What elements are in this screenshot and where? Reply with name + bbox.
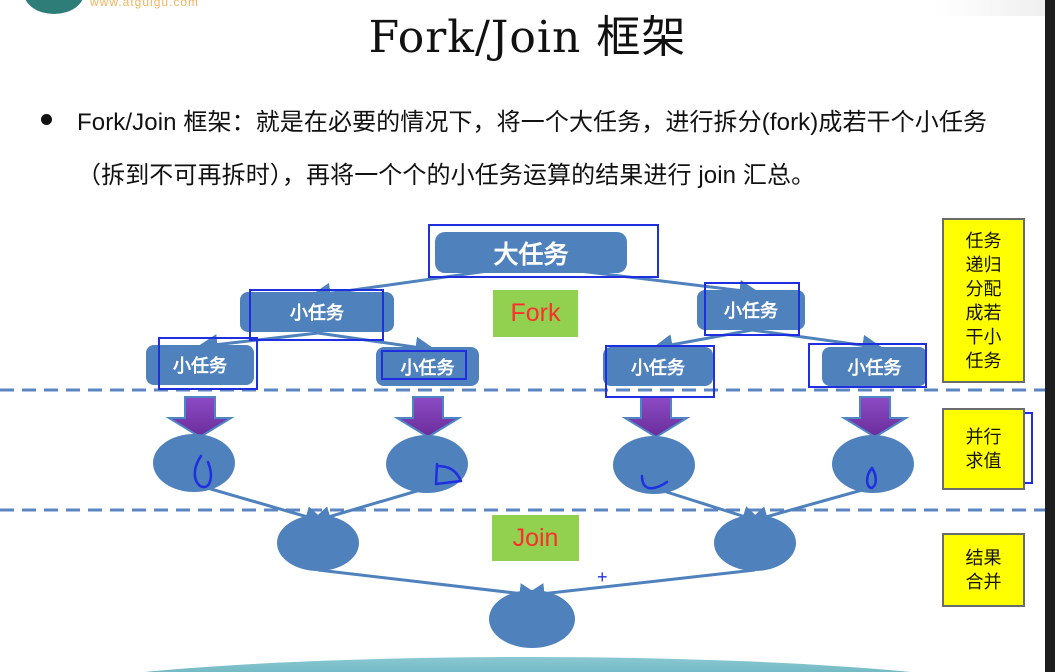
leaf-task-node-3: 小任务: [603, 347, 713, 386]
fork-phase-label: 任务 递归 分配 成若 干小 任务: [942, 218, 1025, 383]
down-arrow-2-icon: [393, 396, 463, 439]
final-result: [489, 590, 575, 648]
parallel-phase-label: 并行 求值: [942, 408, 1025, 490]
leaf-task-node-4: 小任务: [822, 347, 927, 386]
fork-label: Fork: [493, 290, 578, 337]
parallel-result-4: [832, 435, 914, 493]
right-edge-decoration: [1045, 0, 1055, 672]
joined-result-left: [277, 515, 359, 571]
root-task-node: 大任务: [435, 232, 627, 273]
join-label: Join: [492, 515, 579, 561]
top-shadow-decoration: [935, 0, 1045, 16]
annotation-scribble-1: [193, 454, 212, 489]
atguigu-logo-icon: [24, 0, 84, 14]
bottom-wave-decoration: [0, 657, 1055, 672]
parallel-result-1: [153, 434, 235, 492]
annotation-scribble-2: [434, 462, 463, 486]
logo-text: www.atguigu.com: [90, 0, 200, 9]
merge-phase-label: 结果 合并: [942, 533, 1025, 607]
bullet-text: Fork/Join 框架：就是在必要的情况下，将一个大任务，进行拆分(fork)…: [77, 109, 988, 189]
parallel-result-3: [613, 436, 695, 494]
mid-task-node-right: 小任务: [697, 290, 805, 330]
mid-task-node-left: 小任务: [240, 292, 394, 332]
joined-result-right: [714, 515, 796, 571]
leaf-task-node-1: 小任务: [146, 345, 254, 385]
page-title: Fork/Join 框架: [368, 12, 687, 63]
bullet-dot-icon: [41, 114, 52, 125]
parallel-result-2: [386, 435, 468, 493]
down-arrows: [165, 396, 910, 439]
down-arrow-3-icon: [621, 396, 691, 439]
annotation-scribble-4: [865, 466, 877, 490]
down-arrow-1-icon: [165, 396, 235, 439]
annotation-scribble-3: [640, 474, 669, 490]
leaf-task-node-2: 小任务: [376, 347, 479, 386]
annotation-plus-text: +: [597, 567, 608, 587]
down-arrow-4-icon: [840, 396, 910, 439]
